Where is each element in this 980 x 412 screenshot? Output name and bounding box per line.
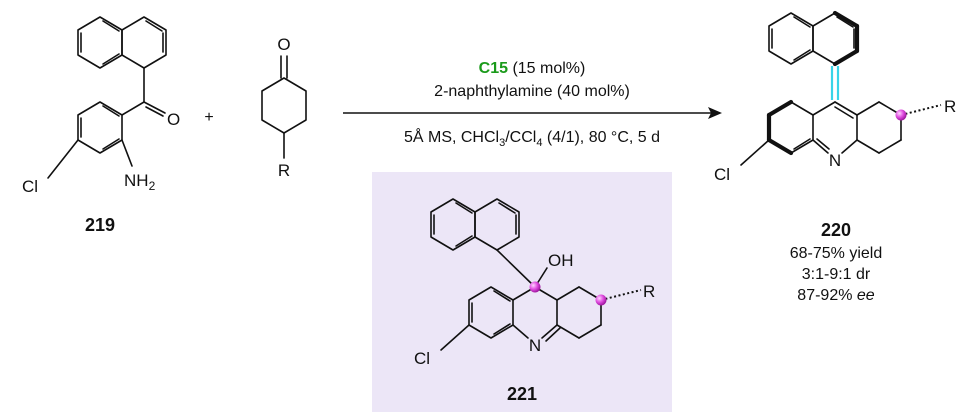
axis-thick-bond — [832, 48, 860, 67]
intermediate-box — [372, 172, 672, 412]
chlorine-label: Cl — [22, 177, 38, 196]
ketone-r-label: R — [278, 161, 290, 180]
naphthyl-c9-bond — [496, 249, 536, 288]
axis-thick-bond — [766, 137, 794, 156]
r-label: R — [944, 97, 956, 116]
catalyst-line: C15 (15 mol%) — [479, 60, 586, 77]
axis-thick-bond — [766, 99, 794, 118]
stereocenter-marker — [895, 109, 907, 121]
axis-thick-bond — [832, 10, 860, 29]
cyclohexane-ring — [261, 77, 307, 134]
compound-220: N R Cl 220 68-75% yield 3:1-9:1 dr 87-92… — [714, 10, 956, 304]
stereocenter-marker-c2 — [595, 294, 607, 306]
acridine-core — [768, 101, 902, 154]
carbonyl-bond — [143, 101, 166, 114]
c-cl-bond — [740, 139, 770, 166]
hydroxyl-label: OH — [548, 251, 574, 270]
compound-219: O Cl NH2 219 — [22, 16, 180, 235]
compound-221: OH N R Cl 221 — [414, 198, 655, 404]
nitrogen-label: N — [529, 336, 541, 355]
yield-text: 68-75% yield — [790, 245, 883, 262]
reaction-arrow — [343, 107, 722, 119]
compound-220-label: 220 — [821, 220, 851, 240]
stereocenter-marker-c9 — [529, 281, 541, 293]
nitrogen-label: N — [829, 151, 841, 170]
plus-sign: + — [204, 109, 213, 126]
aniline-ring — [77, 101, 123, 154]
naphthalene-ring — [77, 16, 167, 69]
naphthalene-ring — [430, 198, 520, 251]
carbonyl-oxygen: O — [167, 110, 180, 129]
chlorine-label: Cl — [414, 349, 430, 368]
dr-text: 3:1-9:1 dr — [802, 266, 871, 283]
c-cl-bond — [47, 139, 79, 179]
carbonyl-double-bond — [145, 106, 164, 117]
c-cl-bond — [440, 324, 470, 351]
chlorine-label: Cl — [714, 165, 730, 184]
cyclohexanone: O R — [261, 35, 307, 180]
ketone-oxygen: O — [277, 35, 290, 54]
cocatalyst-line: 2-naphthylamine (40 mol%) — [434, 83, 630, 100]
amine-label: NH2 — [124, 171, 156, 193]
aryl-carbonyl-bond — [121, 101, 145, 116]
r-hashed-bond — [900, 104, 942, 116]
catalyst-name: C15 — [479, 60, 508, 77]
compound-219-label: 219 — [85, 215, 115, 235]
conditions-line: 5Å MS, CHCl3/CCl4 (4/1), 80 °C, 5 d — [404, 127, 660, 149]
compound-221-label: 221 — [507, 384, 537, 404]
r-label: R — [643, 282, 655, 301]
ee-text: 87-92% ee — [797, 287, 874, 304]
naphthalene-ring — [768, 12, 858, 65]
c-n-bond — [121, 139, 133, 167]
